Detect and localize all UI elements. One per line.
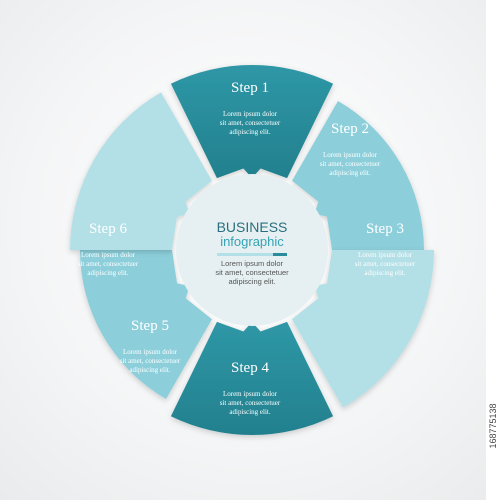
step-6-text-line: adipiscing elit. [87, 269, 128, 277]
center-text-line: Lorem ipsum dolor [221, 259, 284, 268]
center-text-line: sit amet, consectetuer [215, 268, 289, 277]
step-segment-5 [80, 250, 212, 399]
step-4-label: Step 4 [231, 360, 269, 376]
step-5-text-line: adipiscing elit. [129, 366, 170, 374]
step-4-text-line: sit amet, consectetuer [220, 399, 281, 407]
step-2-text-line: Lorem ipsum dolor [323, 151, 378, 159]
step-6-text-line: sit amet, consectetuer [78, 260, 139, 268]
step-segment-6 [70, 92, 212, 250]
step-3-label: Step 3 [366, 221, 404, 237]
center-divider [217, 253, 273, 256]
step-1-text-line: adipiscing elit. [229, 128, 270, 136]
center-subtitle: infographic [220, 234, 284, 249]
step-2-text-line: adipiscing elit. [329, 169, 370, 177]
step-4-text-line: Lorem ipsum dolor [223, 390, 278, 398]
step-segment-3 [292, 250, 434, 408]
center-text-line: adipiscing elit. [228, 277, 275, 286]
step-1-text-line: sit amet, consectetuer [220, 119, 281, 127]
step-3-text-line: adipiscing elit. [364, 269, 405, 277]
step-segment-1 [170, 65, 334, 179]
stock-id-text: 168775138 [488, 403, 498, 449]
step-2-text-line: sit amet, consectetuer [320, 160, 381, 168]
center-circle [176, 174, 328, 326]
step-3-text-line: Lorem ipsum dolor [358, 251, 413, 259]
step-1-label: Step 1 [231, 80, 269, 96]
step-5-label: Step 5 [131, 318, 169, 334]
center-title: BUSINESS [217, 219, 288, 235]
watermark-strip [486, 0, 500, 500]
center-divider-accent [273, 253, 287, 256]
step-4-text-line: adipiscing elit. [229, 408, 270, 416]
step-5-text-line: Lorem ipsum dolor [123, 348, 178, 356]
step-segment-2 [292, 101, 424, 250]
step-6-text-line: Lorem ipsum dolor [81, 251, 136, 259]
step-3-text-line: sit amet, consectetuer [355, 260, 416, 268]
step-6-label: Step 6 [89, 221, 127, 237]
step-5-text-line: sit amet, consectetuer [120, 357, 181, 365]
step-1-text-line: Lorem ipsum dolor [223, 110, 278, 118]
step-segment-4 [170, 321, 334, 435]
step-2-label: Step 2 [331, 121, 369, 137]
